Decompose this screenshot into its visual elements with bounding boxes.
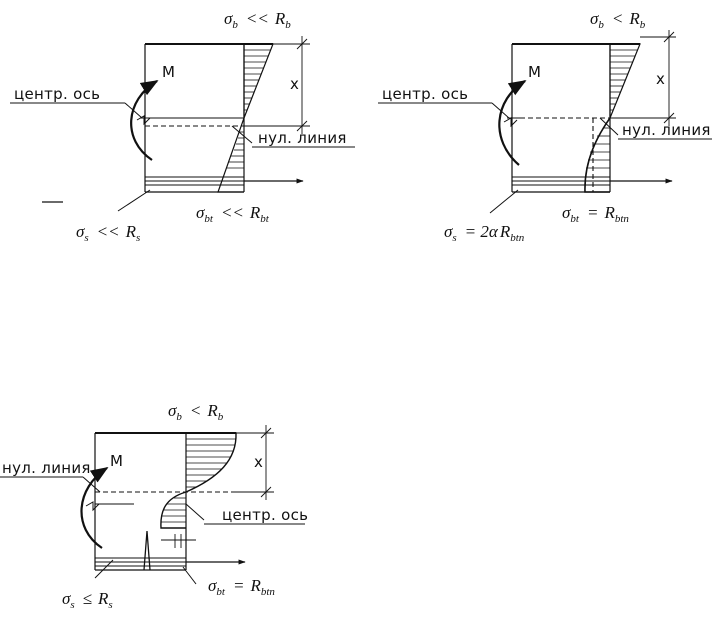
reinforcement-bars <box>95 557 186 567</box>
compression-stress-diagram <box>185 432 237 493</box>
central-axis-leader <box>185 503 205 521</box>
tension-stress-formula: σbt=Rbtn <box>562 203 629 225</box>
reinforcement-bars <box>512 176 610 186</box>
neutral-leader <box>231 125 253 144</box>
depth-dimension <box>246 36 310 134</box>
neutral-leader <box>599 117 619 136</box>
tension-stress-formula: σbt=Rbtn <box>208 576 275 598</box>
tension-stress-diagram <box>160 491 187 529</box>
depth-label: x <box>290 75 299 93</box>
moment-arc <box>498 80 527 166</box>
depth-label: x <box>656 70 665 88</box>
tension-stress-formula: σbt<<Rbt <box>196 203 270 225</box>
diagram-1: нул. линия центр. ось M x σb<<Rb σbt<<Rb… <box>10 9 355 244</box>
neutral-line-label: нул. линия <box>258 129 347 147</box>
steel-leader <box>94 559 114 579</box>
neutral-line-label: нул. линия <box>622 121 711 139</box>
central-axis-label: центр. ось <box>222 506 308 524</box>
moment-arc <box>80 467 109 549</box>
moment-label: M <box>110 452 123 470</box>
steel-leader <box>489 189 519 214</box>
central-axis-label: центр. ось <box>14 85 100 103</box>
moment-arc <box>130 80 159 161</box>
neutral-line-label: нул. линия <box>2 459 91 477</box>
top-stress-formula: σb<Rb <box>168 401 224 423</box>
moment-label: M <box>528 63 541 81</box>
compression-stress-diagram <box>243 43 274 119</box>
steel-stress-spike <box>143 530 151 571</box>
steel-stress-formula: σs≤Rs <box>62 589 113 611</box>
steel-stress-formula: σs<<Rs <box>76 222 140 244</box>
steel-leader <box>117 189 151 212</box>
tension-leader <box>182 566 197 585</box>
tension-stress-diagram <box>217 117 245 193</box>
compression-stress-diagram <box>609 43 641 119</box>
top-stress-formula: σb<<Rb <box>224 9 291 31</box>
depth-dimension <box>236 425 274 500</box>
bottom-dimension <box>161 534 196 548</box>
tension-stress-diagram <box>584 117 611 193</box>
neutral-leader-diag <box>82 476 101 493</box>
top-stress-formula: σb<Rb <box>590 9 646 31</box>
depth-label: x <box>254 453 263 471</box>
central-axis-label: центр. ось <box>382 85 468 103</box>
reinforcement-bars <box>145 176 244 186</box>
depth-dimension <box>612 30 676 126</box>
moment-label: M <box>162 63 175 81</box>
diagram-2: нул. линия центр. ось M x σb<Rb σbt=Rbtn… <box>378 9 712 244</box>
diagram-3: нул. линия центр. ось M x σb<Rb <box>0 401 308 611</box>
